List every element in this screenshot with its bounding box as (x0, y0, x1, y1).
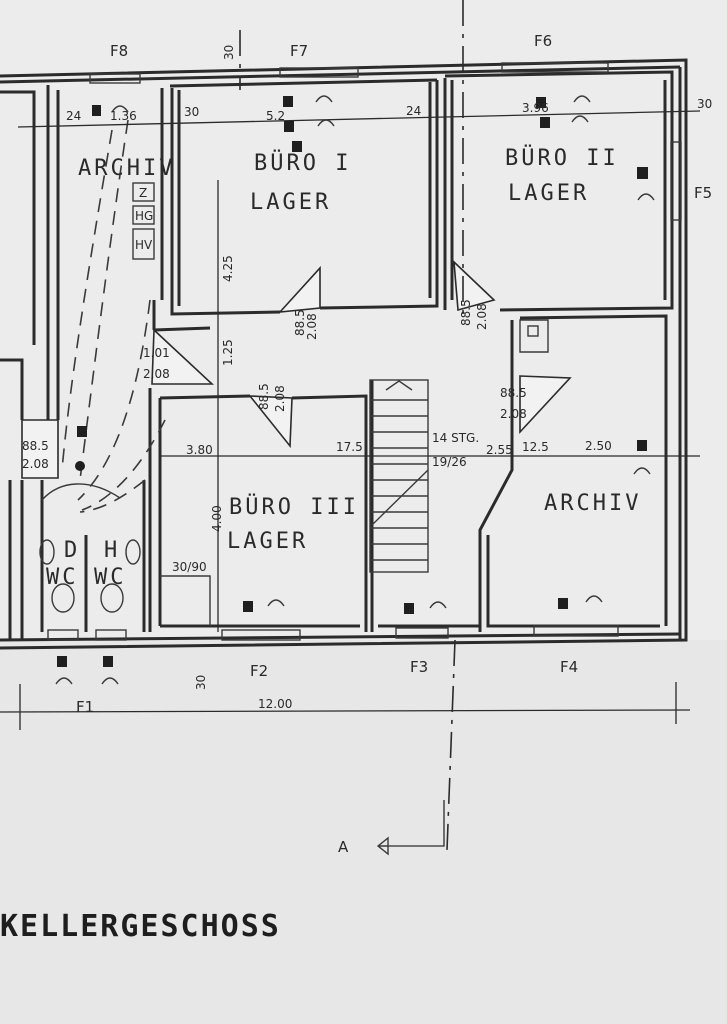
meter-label-z: Z (139, 186, 147, 200)
room-label-wc-d: D (64, 538, 80, 563)
window-label-f4: F4 (560, 658, 578, 676)
dim-52: 5.2 (266, 109, 285, 123)
dim-125b: 12.5 (522, 440, 549, 454)
door-width-archiv-right: 88.5 (500, 386, 527, 400)
dim-24-mid: 24 (406, 104, 421, 118)
dim-396: 3.96 (522, 101, 549, 115)
buero-1-walls (169, 78, 439, 316)
window-label-f5: F5 (694, 184, 712, 202)
door-width-archiv: 1.01 (143, 346, 170, 360)
niche-size: 30/90 (172, 560, 207, 574)
meter-label-hg: HG (135, 209, 153, 223)
dim-24-left: 24 (66, 109, 81, 123)
door-height-buero3: 2.08 (273, 385, 287, 412)
room-label-lager-3: LAGER (227, 529, 308, 554)
dim-30-bottom: 30 (194, 675, 208, 690)
door-swings (21, 259, 572, 479)
door-height-archiv-right: 2.08 (500, 407, 527, 421)
drawing-title: KELLERGESCHOSS (0, 909, 281, 944)
room-label-archiv-right: ARCHIV (544, 491, 641, 516)
door-width-buero3: 88.5 (257, 383, 271, 410)
window-label-f6: F6 (534, 32, 552, 50)
dim-250: 2.50 (585, 439, 612, 453)
section-label: A (338, 838, 349, 856)
section-marker (376, 800, 445, 856)
dim-30-left: 30 (184, 105, 199, 119)
interior-walls-lower (148, 314, 668, 632)
room-label-archiv-left: ARCHIV (78, 156, 175, 181)
door-height-buero1: 2.08 (305, 313, 319, 340)
window-label-f1: F1 (76, 698, 94, 716)
room-label-lager-1: LAGER (250, 190, 331, 215)
window-label-f3: F3 (410, 658, 428, 676)
dim-380: 3.80 (186, 443, 213, 457)
door-height-left: 2.08 (22, 457, 49, 471)
dim-125: 1.25 (221, 339, 235, 366)
window-label-f2: F2 (250, 662, 268, 680)
door-width-buero2: 88.5 (459, 299, 473, 326)
dim-175: 17.5 (336, 440, 363, 454)
dim-30-top: 30 (222, 45, 236, 60)
dim-total-width: 12.00 (258, 697, 292, 711)
left-corridor-walls (0, 85, 164, 640)
staircase (369, 379, 429, 573)
meter-boxes (132, 182, 155, 260)
dim-30-right: 30 (697, 97, 712, 111)
room-label-buero-1: BÜRO I (254, 150, 351, 176)
dim-400: 4.00 (210, 505, 224, 532)
dim-255: 2.55 (486, 443, 513, 457)
windows (47, 62, 682, 641)
door-width-left: 88.5 (22, 439, 49, 453)
room-label-buero-3: BÜRO III (229, 494, 359, 520)
stairs-count: 14 STG. (432, 431, 479, 445)
room-label-buero-2: BÜRO II (505, 145, 619, 171)
dim-425: 4.25 (221, 255, 235, 282)
wc-fixtures (39, 483, 141, 613)
meter-label-hv: HV (135, 238, 153, 252)
door-height-buero2: 2.08 (475, 303, 489, 330)
socket-symbols (55, 95, 655, 685)
stairs-ratio: 19/26 (432, 455, 467, 469)
door-width-buero1: 88.5 (293, 309, 307, 336)
door-height-archiv: 2.08 (143, 367, 170, 381)
room-label-lager-2: LAGER (508, 181, 589, 206)
window-label-f8: F8 (110, 42, 128, 60)
dimension-lines (0, 110, 701, 730)
room-label-wc-2: WC (94, 565, 127, 590)
room-label-wc-1: WC (46, 565, 79, 590)
dashed-installations (61, 119, 166, 513)
axis-lines (239, 0, 464, 851)
room-label-wc-h: H (104, 538, 120, 563)
dim-136: 1.36 (110, 109, 137, 123)
window-label-f7: F7 (290, 42, 308, 60)
